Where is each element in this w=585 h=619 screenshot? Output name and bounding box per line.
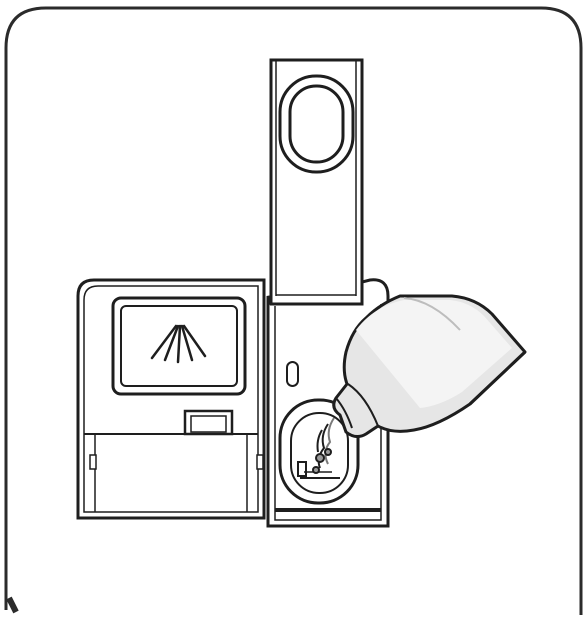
detergent-window [111, 296, 247, 396]
dispenser-lid [76, 278, 266, 520]
rinse-aid-bottle [332, 294, 527, 439]
pour-drops [312, 417, 335, 474]
lower-spray-arm [269, 58, 364, 306]
rinse-aid-opening [278, 398, 360, 505]
spray-glyph-icon [150, 324, 207, 364]
frame-bottom-edge [6, 596, 19, 614]
lid-latch [183, 409, 234, 436]
arm-oval-slot [278, 74, 355, 174]
